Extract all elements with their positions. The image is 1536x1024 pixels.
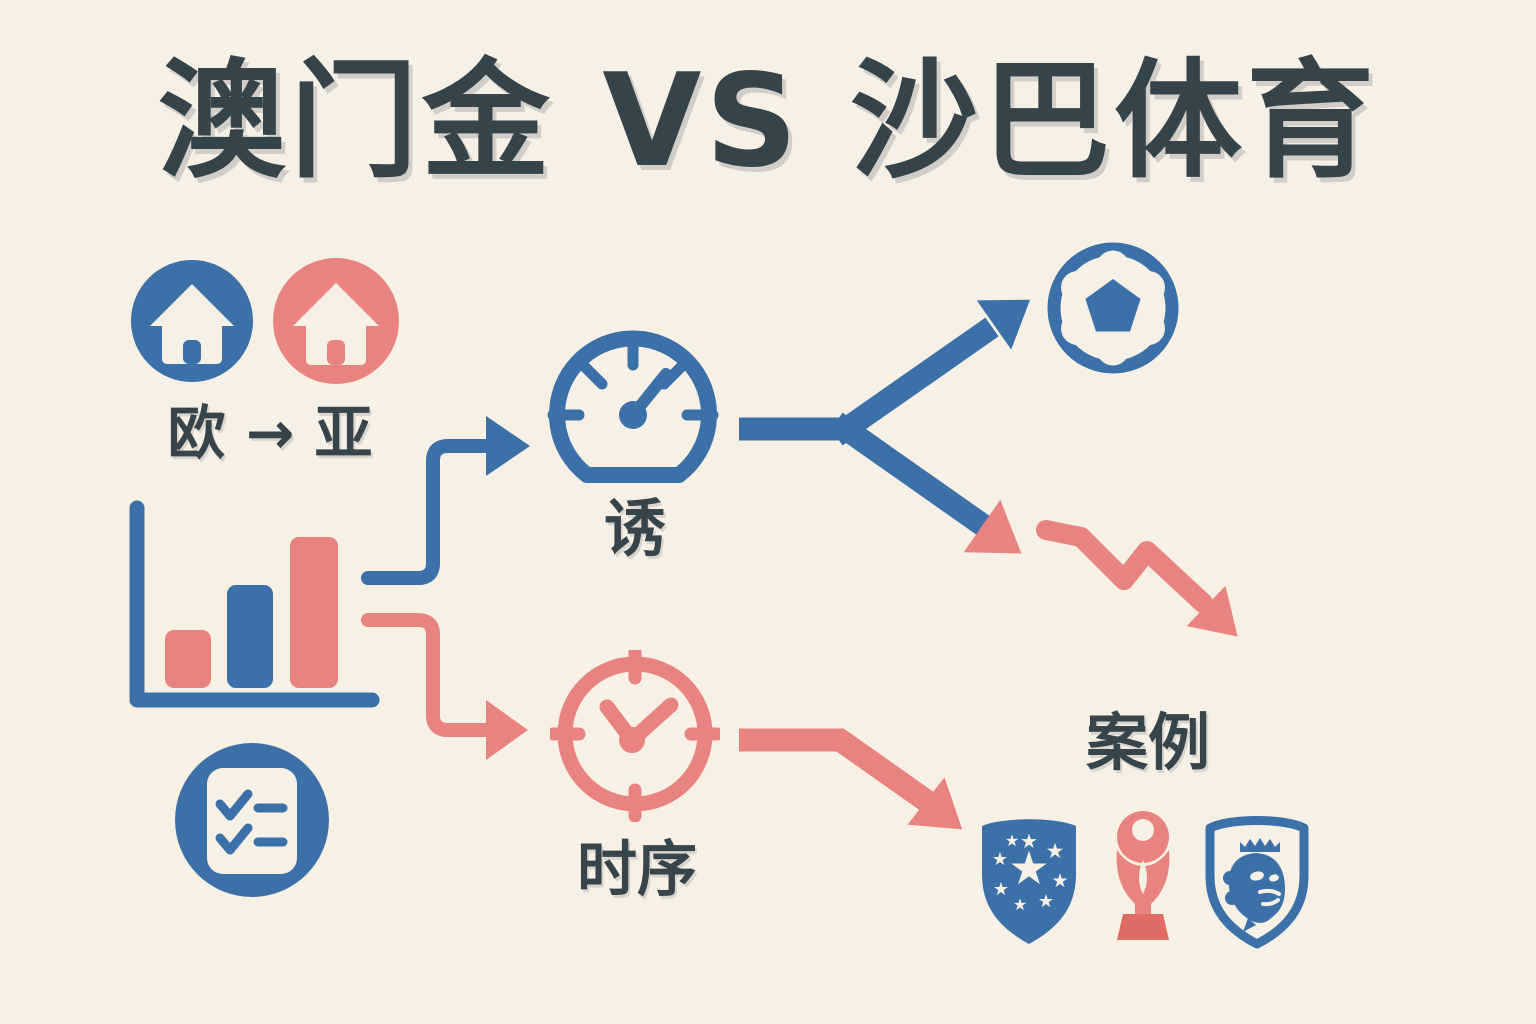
bar-blue-medium — [227, 585, 273, 688]
lure-label: 诱 — [603, 492, 666, 565]
champions-shield-icon: ★ ★ ★ ★ ★ ★ ★ ★ ★ — [982, 819, 1076, 944]
bar-red-tall — [290, 537, 338, 688]
lion-crown — [1240, 838, 1280, 852]
soccer-ball-icon — [1047, 242, 1179, 374]
blue-branching-arrow — [739, 299, 1031, 554]
downtrend-zigzag-arrow-icon — [1036, 520, 1238, 637]
checklist-icon — [175, 743, 329, 897]
svg-text:★: ★ — [1051, 870, 1068, 892]
premier-lion-shield-icon — [1205, 816, 1309, 949]
svg-text:★: ★ — [993, 879, 1009, 900]
speedometer-icon — [547, 330, 719, 483]
svg-text:★: ★ — [1020, 829, 1038, 853]
svg-text:★: ★ — [1005, 831, 1019, 850]
bar-red-small — [165, 630, 211, 688]
house-blue-icon — [131, 260, 253, 382]
red-case-arrow — [739, 728, 963, 830]
clock-icon — [550, 650, 720, 822]
red-elbow-arrow — [361, 613, 528, 760]
svg-text:★: ★ — [1013, 895, 1027, 914]
blue-arrowhead — [976, 299, 1031, 350]
chart-axes — [129, 500, 380, 708]
blue-elbow-arrow — [361, 416, 530, 585]
svg-text:★: ★ — [1046, 839, 1065, 863]
bar-chart-icon — [129, 500, 380, 708]
world-cup-trophy-icon — [1116, 811, 1170, 940]
lion-head — [1228, 853, 1285, 923]
svg-text:★: ★ — [992, 849, 1008, 870]
page-title: 澳门金 VS 沙巴体育 — [157, 47, 1379, 196]
red-arrowhead — [963, 499, 1022, 554]
svg-text:★: ★ — [1008, 841, 1049, 895]
cases-label: 案例 — [1085, 706, 1210, 779]
house-red-icon — [273, 258, 399, 384]
svg-text:★: ★ — [1038, 891, 1054, 912]
timing-label: 时序 — [577, 835, 697, 905]
trophy-base — [1117, 914, 1169, 940]
route-label: 欧 → 亚 — [167, 399, 373, 467]
